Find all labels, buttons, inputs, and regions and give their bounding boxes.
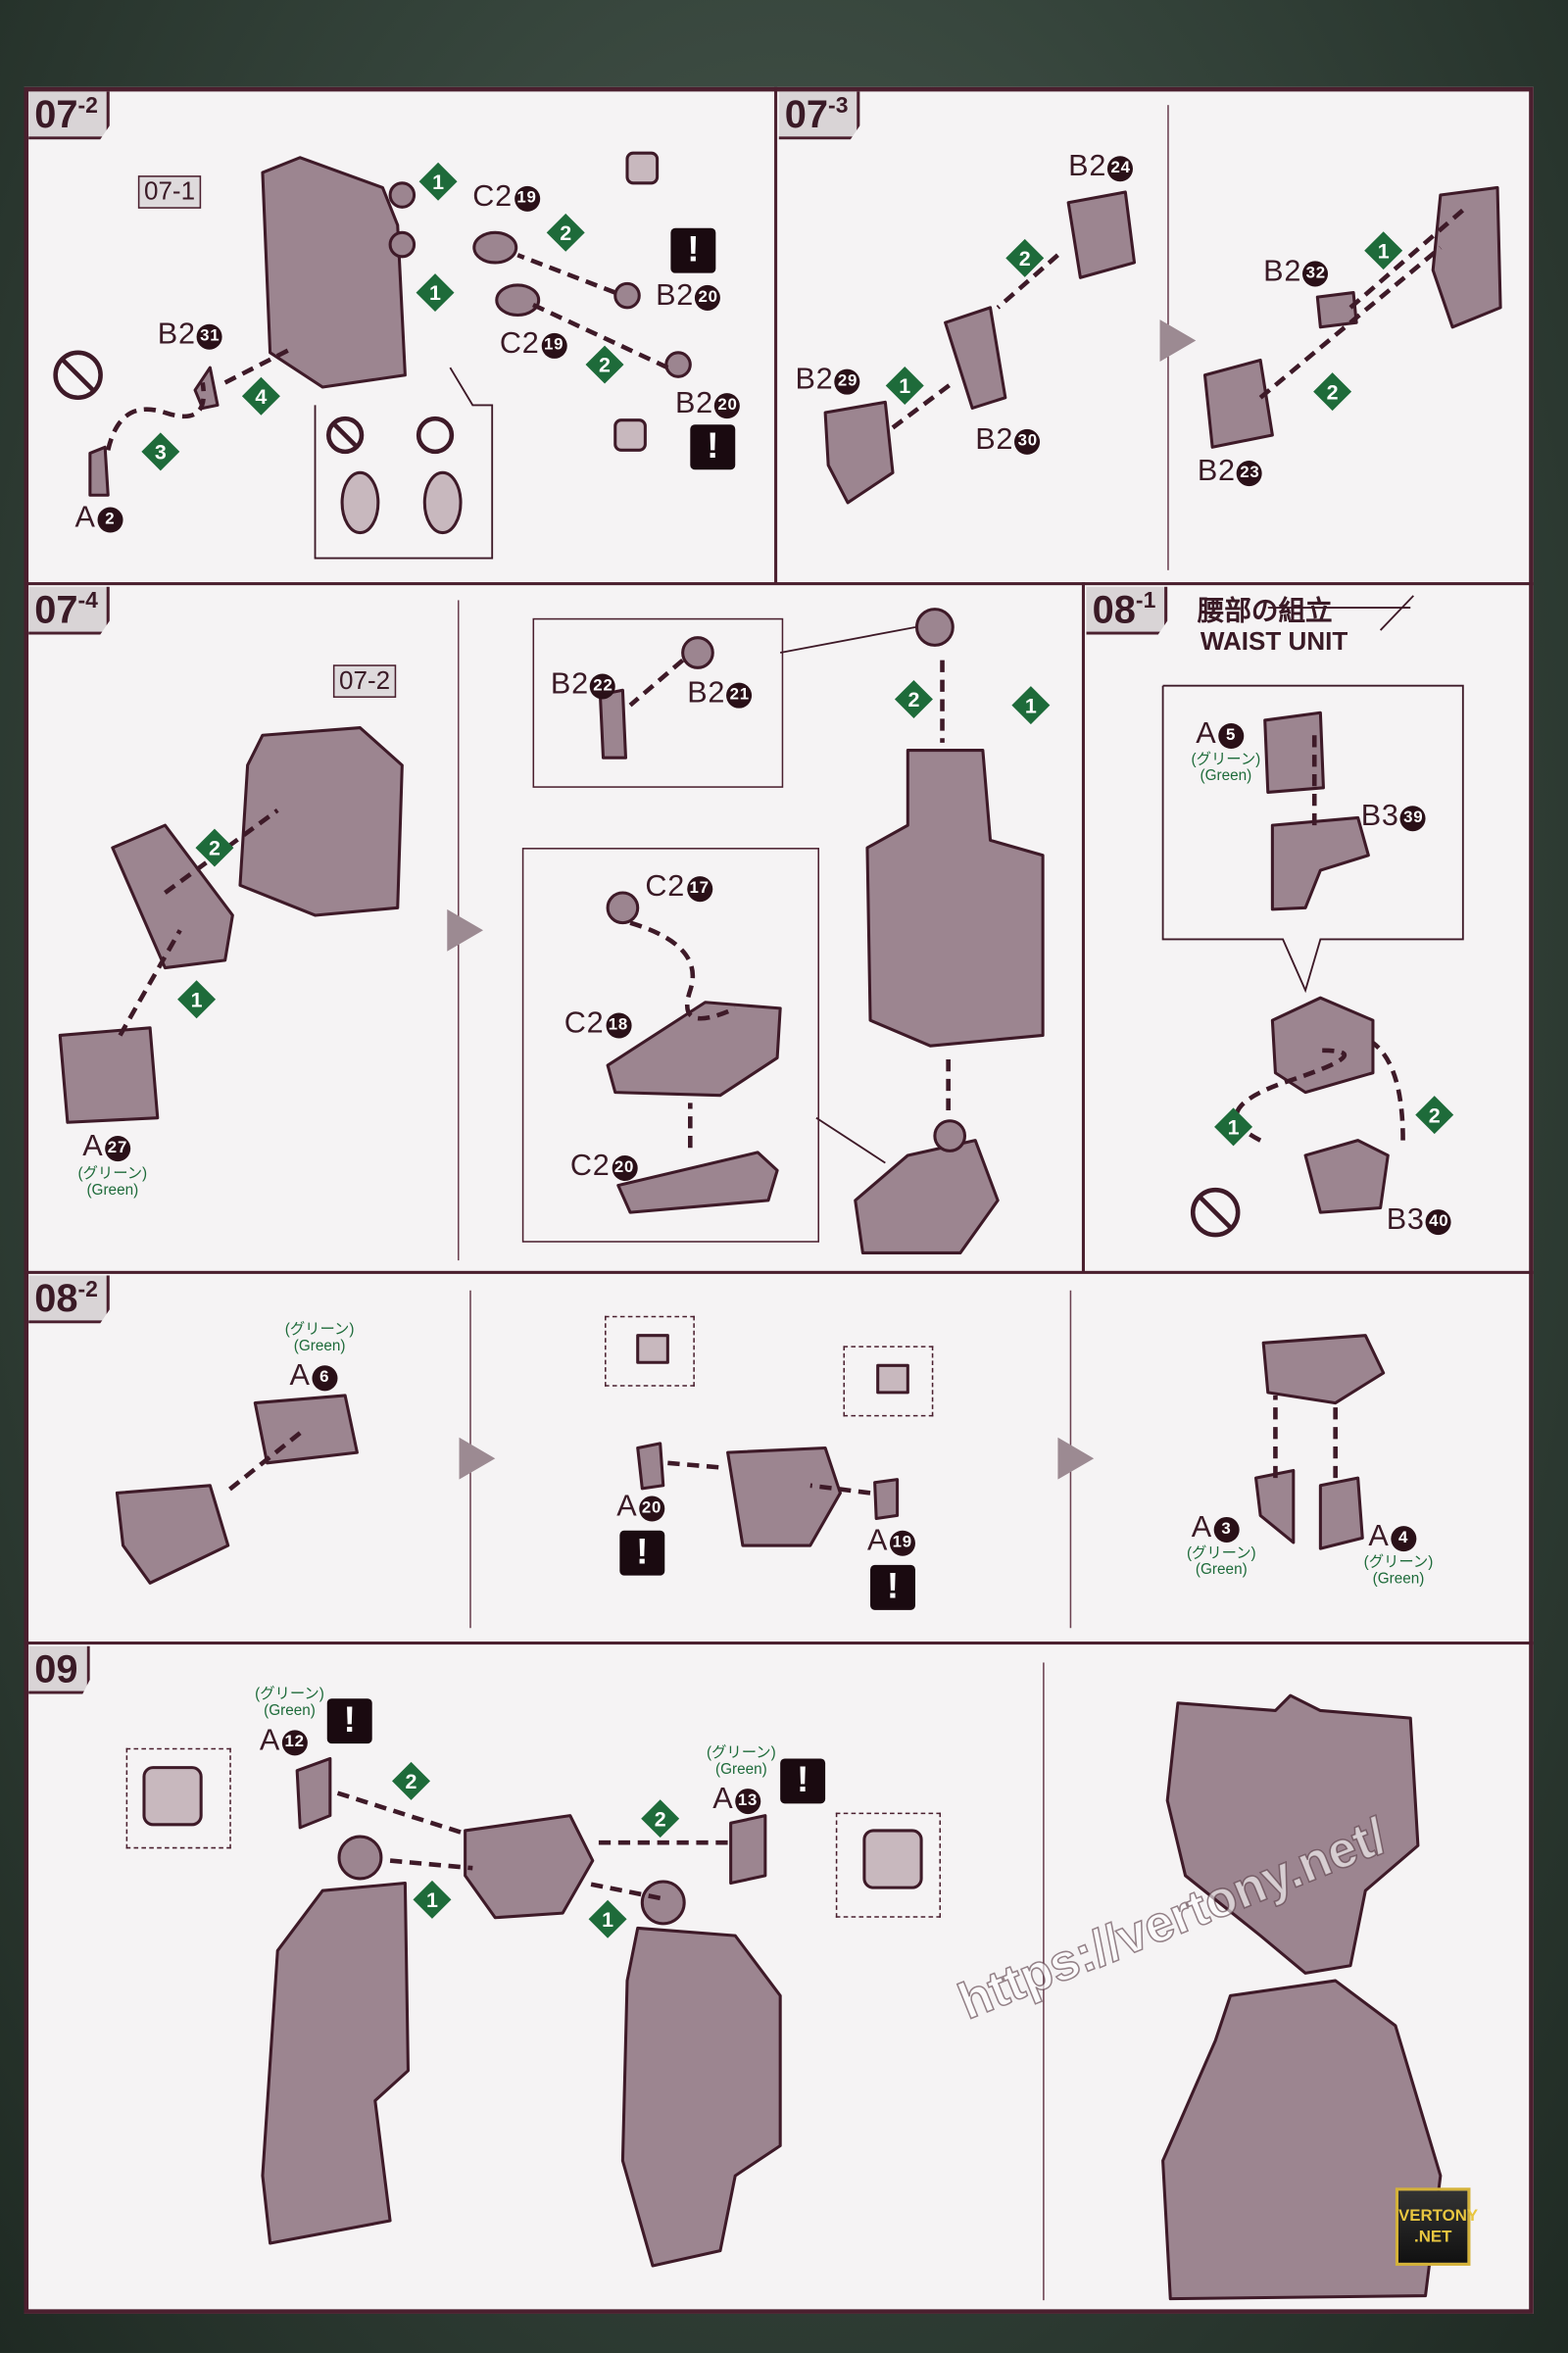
divider	[1043, 1662, 1045, 2301]
warning-icon: !	[326, 1698, 372, 1744]
next-arrow-icon	[459, 1437, 496, 1480]
divider	[774, 86, 778, 584]
step-marker: 2	[1316, 375, 1349, 409]
step-marker: 2	[1008, 242, 1042, 275]
step-07-4-tab: 07-4	[28, 586, 111, 635]
step-marker: 2	[644, 1802, 677, 1836]
divider	[24, 1642, 1534, 1645]
step-marker: 3	[144, 435, 177, 468]
divider	[24, 582, 1534, 586]
sub-assembly-box	[532, 617, 784, 788]
next-arrow-icon	[1057, 1437, 1095, 1480]
color-note: (グリーン)(Green)	[255, 1686, 324, 1720]
step-07-2-tab: 07-2	[28, 91, 111, 140]
step-marker: 1	[591, 1902, 624, 1936]
warning-icon: !	[870, 1564, 915, 1610]
step-marker: 1	[1014, 689, 1048, 722]
color-note: (グリーン)(Green)	[77, 1165, 148, 1200]
warning-icon: !	[780, 1758, 826, 1804]
step-marker: 1	[421, 165, 455, 198]
sub-assembly-box	[521, 848, 819, 1243]
step-marker: 2	[1418, 1099, 1451, 1132]
step-08-2-tab: 08-2	[28, 1275, 111, 1324]
step-marker: 2	[588, 348, 621, 381]
divider	[1081, 582, 1085, 1273]
step-marker: 1	[1217, 1110, 1250, 1144]
divider	[24, 1270, 1534, 1274]
section-title-en: WAIST UNIT	[1200, 626, 1348, 657]
color-note: (グリーン)(Green)	[1363, 1554, 1434, 1588]
step-marker: 1	[416, 1884, 449, 1917]
detail-inset	[835, 1812, 941, 1918]
next-arrow-icon	[1159, 319, 1197, 362]
detail-inset	[843, 1346, 934, 1417]
step-marker: 1	[180, 983, 214, 1016]
step-marker: 2	[549, 216, 582, 249]
step-marker: 1	[888, 369, 921, 403]
step-09-tab: 09	[28, 1645, 90, 1694]
warning-icon: !	[670, 227, 716, 273]
warning-icon: !	[619, 1530, 665, 1576]
step-marker: 2	[198, 831, 231, 864]
step-07-3-tab: 07-3	[778, 91, 860, 140]
color-note: (グリーン)(Green)	[707, 1744, 776, 1779]
step-marker: 2	[898, 683, 931, 716]
detail-inset	[125, 1747, 231, 1849]
color-note: (グリーン)(Green)	[284, 1321, 355, 1355]
step-marker: 1	[1367, 234, 1400, 268]
step-marker: 1	[418, 276, 452, 310]
step-marker: 2	[395, 1765, 428, 1798]
detail-inset	[605, 1315, 695, 1387]
step-08-1-tab: 08-1	[1086, 586, 1168, 635]
step-marker: 4	[245, 379, 278, 413]
reference-step-label: 07-2	[332, 664, 397, 698]
watermark-logo: VERTONY.NET	[1395, 2187, 1478, 2266]
warning-icon: !	[690, 424, 736, 470]
color-note: (グリーン)(Green)	[1191, 752, 1261, 785]
next-arrow-icon	[447, 908, 484, 952]
reference-step-label: 07-1	[137, 175, 202, 209]
color-note: (グリーン)(Green)	[1186, 1545, 1256, 1579]
section-title-jp: 腰部の組立	[1197, 595, 1333, 626]
